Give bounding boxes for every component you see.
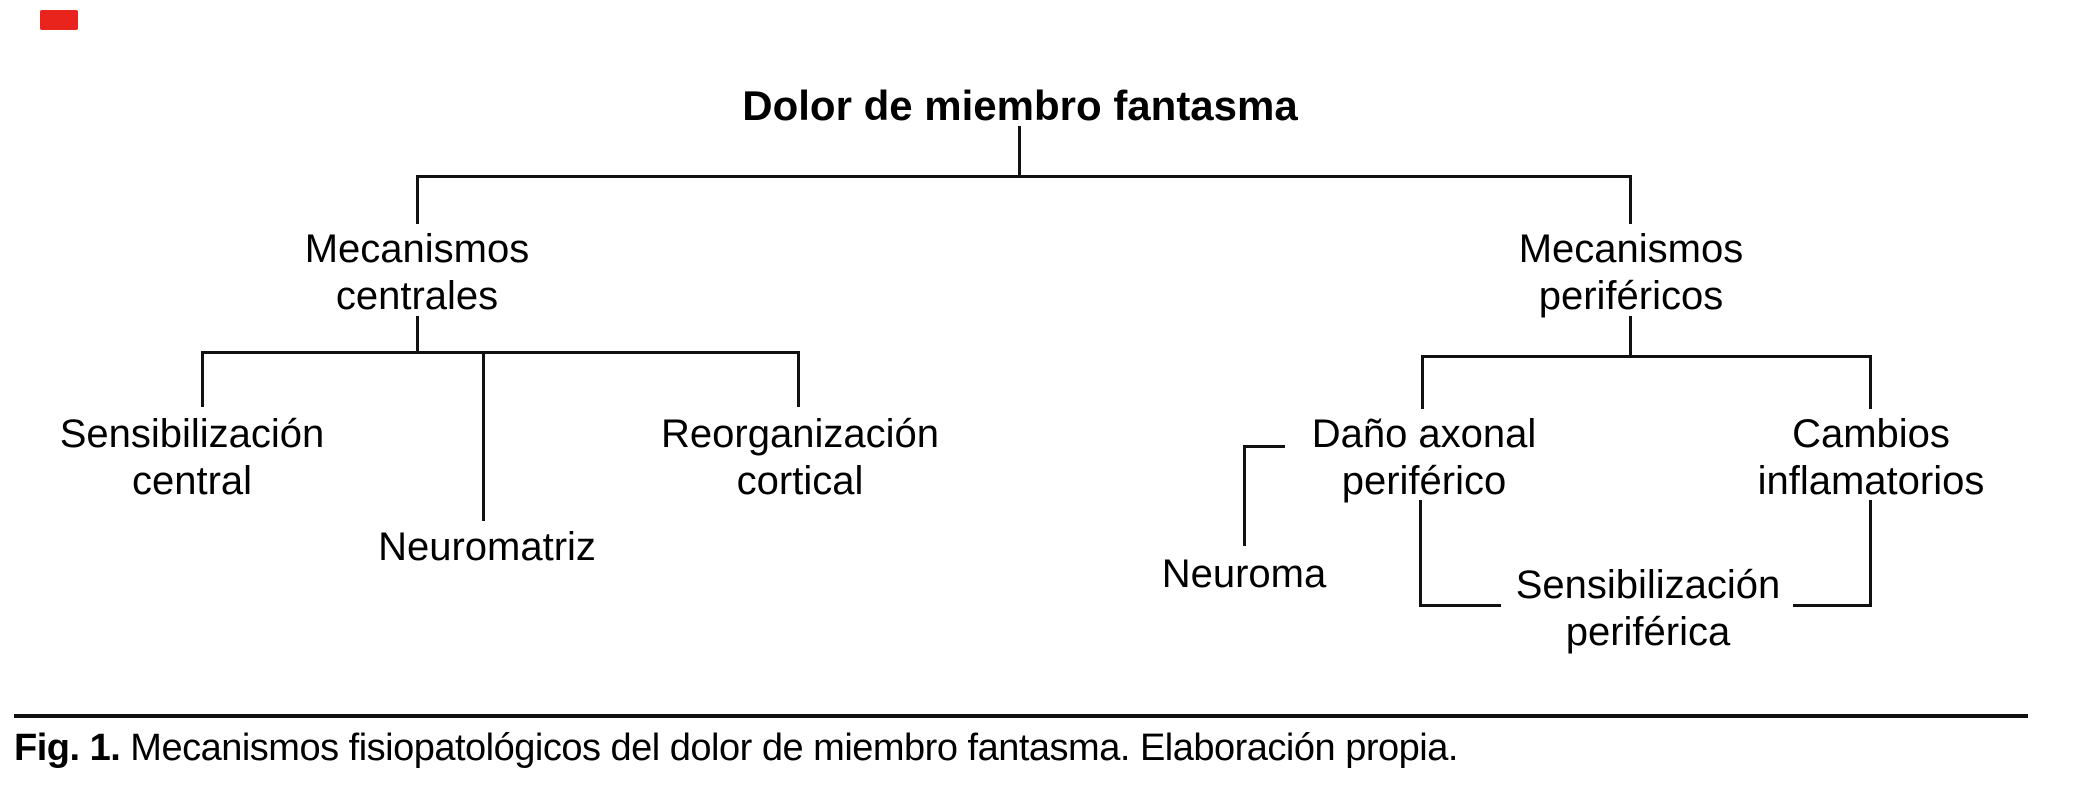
caption-divider-rule xyxy=(14,714,2028,718)
node-dano-axonal-periferico-line2: periférico xyxy=(1341,459,1507,503)
node-cambios-inflamatorios-line2: inflamatorios xyxy=(1757,459,1985,503)
connector-central-children xyxy=(201,351,800,354)
connector-drop-dano xyxy=(1421,355,1424,409)
connector-dano-to-sensperif-vertical xyxy=(1419,500,1422,607)
figure-caption-label: Fig. 1. xyxy=(14,727,121,769)
node-sensibilizacion-periferica: Sensibilización periférica xyxy=(1473,562,1823,656)
node-mecanismos-perifericos: Mecanismos periféricos xyxy=(1481,226,1781,320)
connector-drop-sens-central xyxy=(201,351,204,407)
connector-cambios-to-sensperif-horizontal xyxy=(1793,604,1872,607)
node-mecanismos-centrales: Mecanismos centrales xyxy=(267,226,567,320)
node-mecanismos-centrales-line2: centrales xyxy=(335,274,499,318)
connector-drop-central xyxy=(416,175,419,224)
connector-neuroma-vertical xyxy=(1243,445,1246,546)
node-sensibilizacion-periferica-line1: Sensibilización xyxy=(1515,563,1781,607)
connector-drop-reorg xyxy=(797,351,800,407)
red-marker xyxy=(40,10,78,30)
node-neuroma-line1: Neuroma xyxy=(1161,552,1327,596)
node-dano-axonal-periferico-line1: Daño axonal xyxy=(1311,412,1537,456)
node-reorganizacion-cortical-line1: Reorganización xyxy=(661,412,939,456)
connector-root-stem xyxy=(1018,126,1021,177)
connector-drop-peripheral xyxy=(1629,175,1632,224)
connector-dano-to-sensperif-horizontal xyxy=(1419,604,1501,607)
node-cambios-inflamatorios: Cambios inflamatorios xyxy=(1696,411,2046,505)
node-mecanismos-perifericos-line1: Mecanismos xyxy=(1518,227,1744,271)
node-dano-axonal-periferico: Daño axonal periférico xyxy=(1249,411,1599,505)
node-sensibilizacion-periferica-line2: periférica xyxy=(1565,610,1731,654)
connector-central-stem xyxy=(416,316,419,354)
node-neuromatriz-line1: Neuromatriz xyxy=(378,525,596,569)
connector-neuroma-horizontal xyxy=(1243,445,1285,448)
node-mecanismos-centrales-line1: Mecanismos xyxy=(304,227,530,271)
connector-peripheral-children xyxy=(1421,355,1872,358)
connector-top-branch xyxy=(416,175,1632,178)
node-reorganizacion-cortical: Reorganización cortical xyxy=(625,411,975,505)
connector-drop-neuromatriz xyxy=(482,351,485,521)
figure-caption: Fig. 1.Mecanismos fisiopatológicos del d… xyxy=(14,726,2064,770)
node-reorganizacion-cortical-line2: cortical xyxy=(736,459,864,503)
node-mecanismos-perifericos-line2: periféricos xyxy=(1538,274,1724,318)
node-neuroma: Neuroma xyxy=(1094,551,1394,598)
node-cambios-inflamatorios-line1: Cambios xyxy=(1792,412,1950,456)
connector-cambios-to-sensperif-vertical xyxy=(1869,500,1872,607)
node-sensibilizacion-central: Sensibilización central xyxy=(17,411,367,505)
node-sensibilizacion-central-line1: Sensibilización xyxy=(59,412,325,456)
node-sensibilizacion-central-line2: central xyxy=(131,459,253,503)
connector-peripheral-stem xyxy=(1629,316,1632,357)
figure-caption-text: Mecanismos fisiopatológicos del dolor de… xyxy=(130,727,1458,769)
connector-drop-cambios xyxy=(1869,355,1872,409)
node-root-title: Dolor de miembro fantasma xyxy=(742,82,1298,129)
node-neuromatriz: Neuromatriz xyxy=(337,524,637,571)
